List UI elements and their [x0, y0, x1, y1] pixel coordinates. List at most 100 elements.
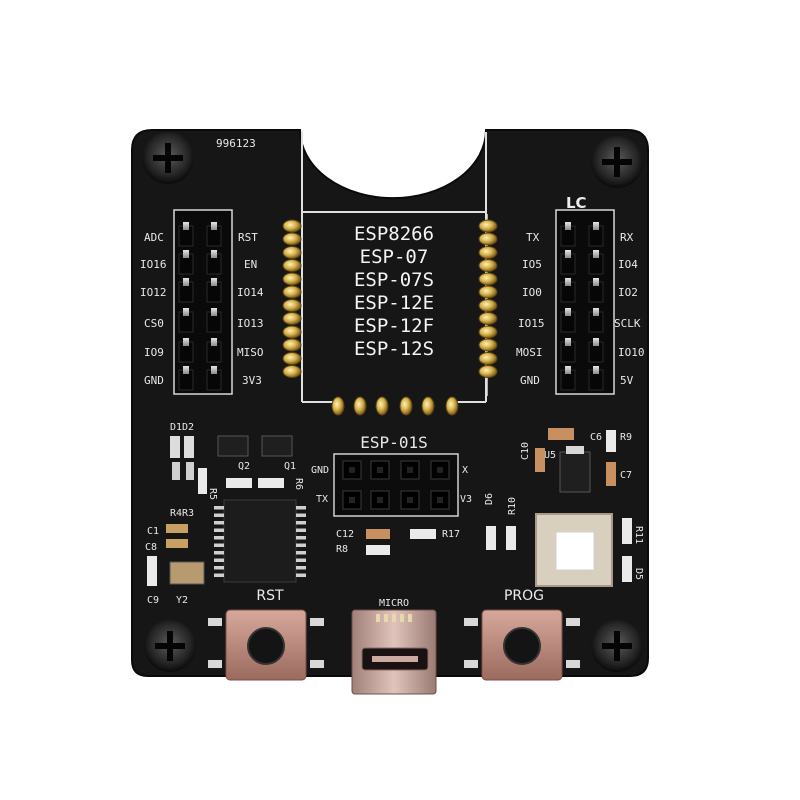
left-outer-label: IO9 — [144, 346, 164, 359]
label-d6: D6 — [484, 493, 495, 505]
ic-pin — [296, 506, 306, 510]
right-outer-label: 5V — [620, 374, 634, 387]
pogo-pin — [478, 272, 498, 286]
pogo-pin — [399, 396, 413, 416]
label-r4r3: R4R3 — [170, 508, 194, 519]
pogo-pin — [375, 396, 389, 416]
ic-pin — [214, 551, 224, 555]
right-inner-label: IO0 — [522, 286, 542, 299]
header-pin — [565, 222, 571, 230]
socket-contact — [377, 467, 383, 473]
label-y2: Y2 — [176, 595, 188, 606]
transistor-q2 — [217, 435, 249, 457]
esp01s-rx-label: X — [462, 465, 468, 476]
socket-contact — [437, 467, 443, 473]
label-c12: C12 — [336, 529, 354, 540]
label-c1: C1 — [147, 526, 159, 537]
crystal-y2 — [169, 561, 205, 585]
left-inner-label: EN — [244, 258, 257, 271]
ic-pin — [214, 558, 224, 562]
pogo-pin — [282, 325, 302, 339]
ic-pin — [296, 573, 306, 577]
serial-number: 996123 — [216, 137, 256, 150]
header-pin — [183, 278, 189, 286]
pogo-pin — [282, 352, 302, 365]
socket-contact — [407, 467, 413, 473]
label-d5: D5 — [633, 568, 644, 580]
ic-pin — [296, 558, 306, 562]
right-outer-label: SCLK — [614, 317, 641, 330]
ic-pin — [214, 536, 224, 540]
rst-button-label: RST — [256, 588, 284, 604]
header-pin — [211, 222, 217, 230]
header-pin — [211, 250, 217, 258]
label-r9: R9 — [620, 432, 632, 443]
pogo-pin — [478, 285, 498, 299]
left-outer-label: GND — [144, 374, 164, 387]
label-u5: U5 — [544, 450, 556, 461]
right-pin-header — [555, 209, 615, 395]
header-pin — [565, 250, 571, 258]
label-r11: R11 — [633, 526, 644, 544]
left-outer-label: ADC — [144, 231, 164, 244]
left-inner-label: IO13 — [237, 317, 264, 330]
label-r17: R17 — [442, 529, 460, 540]
pogo-pin — [478, 365, 498, 378]
ic-pin — [296, 536, 306, 540]
right-inner-label: MOSI — [516, 346, 543, 359]
socket-contact — [377, 497, 383, 503]
right-outer-label: IO4 — [618, 258, 638, 271]
pogo-pin — [478, 246, 498, 259]
esp01s-tx-label: TX — [316, 494, 328, 505]
left-outer-label: IO16 — [140, 258, 167, 271]
pogo-pin — [282, 219, 302, 233]
left-outer-label: CS0 — [144, 317, 164, 330]
left-pin-header — [173, 209, 233, 395]
screw-bottom-right — [591, 620, 643, 672]
module-name: ESP8266 — [354, 223, 434, 245]
ic-pin — [296, 513, 306, 517]
pogo-pin — [282, 259, 302, 272]
rst-button[interactable] — [208, 609, 324, 681]
left-inner-label: IO14 — [237, 286, 264, 299]
pogo-pin — [478, 325, 498, 339]
ic-pin — [296, 551, 306, 555]
label-c7: C7 — [620, 470, 632, 481]
label-r6: R6 — [293, 478, 304, 490]
header-pin — [565, 366, 571, 374]
header-pin — [183, 366, 189, 374]
header-pin — [565, 278, 571, 286]
right-inner-label: TX — [526, 231, 540, 244]
pogo-pin — [478, 259, 498, 272]
label-c8: C8 — [145, 542, 157, 553]
header-pin — [183, 308, 189, 316]
pogo-pin — [282, 338, 302, 352]
header-pin — [183, 250, 189, 258]
right-inner-label: IO5 — [522, 258, 542, 271]
pogo-pin — [478, 352, 498, 365]
header-pin — [593, 366, 599, 374]
transistor-q1 — [261, 435, 293, 457]
esp01s-gnd-label: GND — [311, 465, 329, 476]
ic-pin — [296, 566, 306, 570]
esp01s-socket[interactable] — [333, 453, 459, 517]
ic-pin — [214, 513, 224, 517]
header-pin — [593, 222, 599, 230]
pogo-pin — [282, 246, 302, 259]
header-pin — [593, 250, 599, 258]
pogo-pin — [282, 272, 302, 286]
header-pin — [593, 278, 599, 286]
micro-usb-port[interactable] — [351, 609, 437, 695]
ic-pin — [296, 521, 306, 525]
usb-pad — [392, 614, 396, 622]
header-pin — [593, 338, 599, 346]
prog-button[interactable] — [464, 609, 580, 681]
module-name: ESP-07 — [360, 246, 429, 268]
pogo-pin — [282, 312, 302, 325]
usb-pad — [376, 614, 380, 622]
ic-pin — [214, 573, 224, 577]
header-pin — [565, 308, 571, 316]
label-d1d2: D1D2 — [170, 422, 194, 433]
usb-serial-ic — [214, 499, 306, 583]
pogo-pin — [353, 396, 367, 416]
